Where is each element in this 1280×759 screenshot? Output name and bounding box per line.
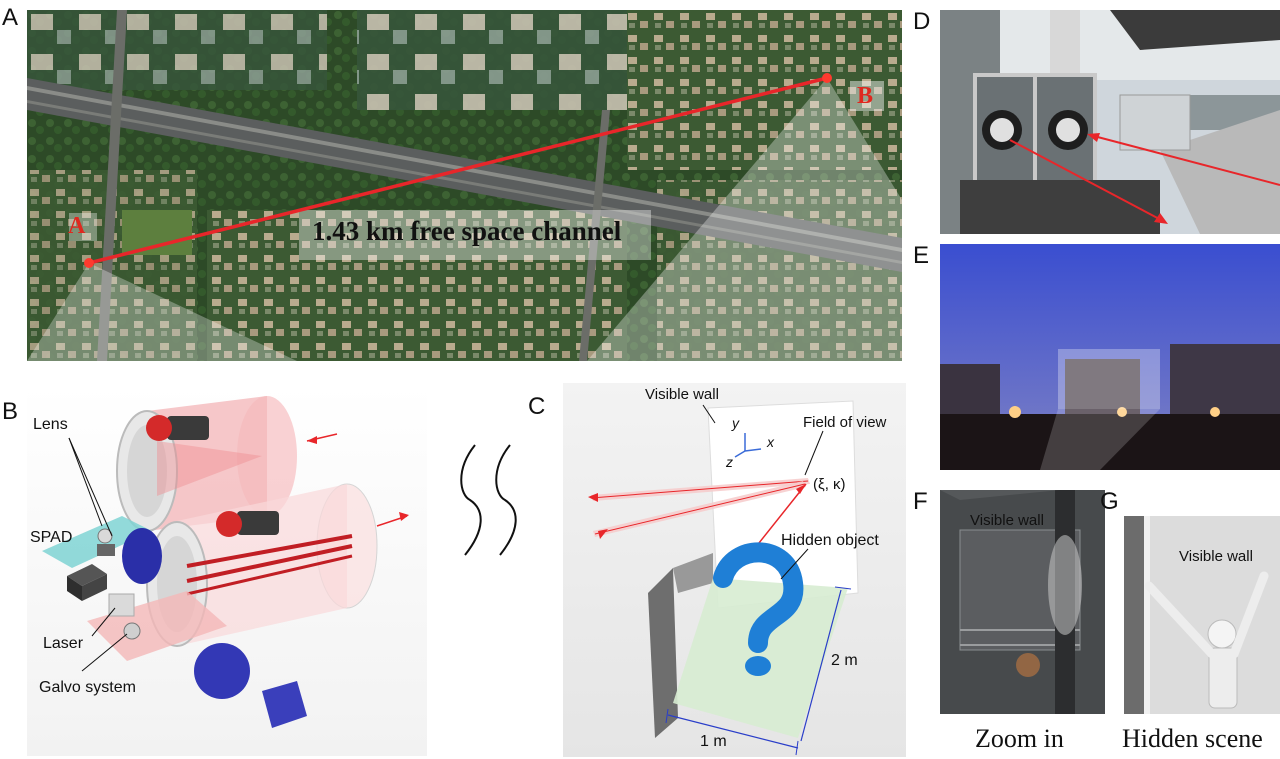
panel-f-zoom-photo: Visible wall — [940, 490, 1105, 714]
label-galvo-system: Galvo system — [39, 679, 136, 696]
hidden-scene-geometry-graphic — [588, 400, 859, 756]
scan-point-coordinate: (ξ, κ) — [813, 476, 846, 493]
axis-z-label: z — [726, 454, 733, 470]
panel-b-optical-setup: Lens SPAD Laser Galvo system — [27, 386, 427, 756]
panel-letter-a: A — [2, 4, 19, 31]
panel-letter-c: C — [528, 393, 546, 420]
label-hidden-object: Hidden object — [781, 532, 879, 549]
caption-zoom-in: Zoom in — [975, 724, 1064, 753]
distance-break-symbol — [450, 440, 530, 560]
label-laser: Laser — [43, 635, 84, 652]
panel-d-setup-photo — [940, 10, 1280, 234]
axis-y-label: y — [732, 415, 739, 431]
label-field-of-view: Field of view — [803, 414, 887, 431]
panel-a-satellite-map: A B 1.43 km free space channel — [27, 10, 902, 361]
satellite-map-graphic — [27, 10, 902, 361]
panel-c-geometry: Visible wall Field of view y x z (ξ, κ) … — [563, 383, 906, 757]
night-scene-graphic — [940, 244, 1280, 470]
panel-letter-g: G — [1100, 488, 1119, 515]
zoom-connector-graphic — [940, 400, 1280, 520]
panel-letter-d: D — [913, 8, 931, 35]
label-visible-wall-g: Visible wall — [1179, 548, 1253, 565]
dimension-height-label: 2 m — [831, 652, 858, 669]
panel-letter-f: F — [913, 488, 928, 515]
dimension-width-label: 1 m — [700, 733, 727, 750]
label-visible-wall-c: Visible wall — [645, 386, 719, 403]
panel-g-hidden-scene: Visible wall — [1124, 516, 1280, 714]
panel-letter-e: E — [913, 242, 930, 269]
hidden-scene-render-graphic — [1124, 516, 1280, 714]
axis-x-label: x — [767, 434, 774, 450]
setup-photo-graphic — [940, 10, 1280, 234]
wavy-break-icon — [460, 444, 517, 556]
label-spad: SPAD — [30, 529, 73, 546]
caption-hidden-scene: Hidden scene — [1122, 724, 1263, 753]
channel-distance-label: 1.43 km free space channel — [312, 216, 622, 246]
map-point-b-label: B — [857, 83, 874, 109]
telescope-assembly-graphic — [42, 396, 409, 728]
panel-letter-b: B — [2, 398, 19, 425]
panel-e-night-scene — [940, 244, 1280, 470]
label-lens: Lens — [33, 416, 68, 433]
zoom-photo-graphic — [940, 490, 1105, 714]
label-visible-wall-f: Visible wall — [970, 512, 1044, 529]
map-point-a-label: A — [68, 213, 86, 239]
